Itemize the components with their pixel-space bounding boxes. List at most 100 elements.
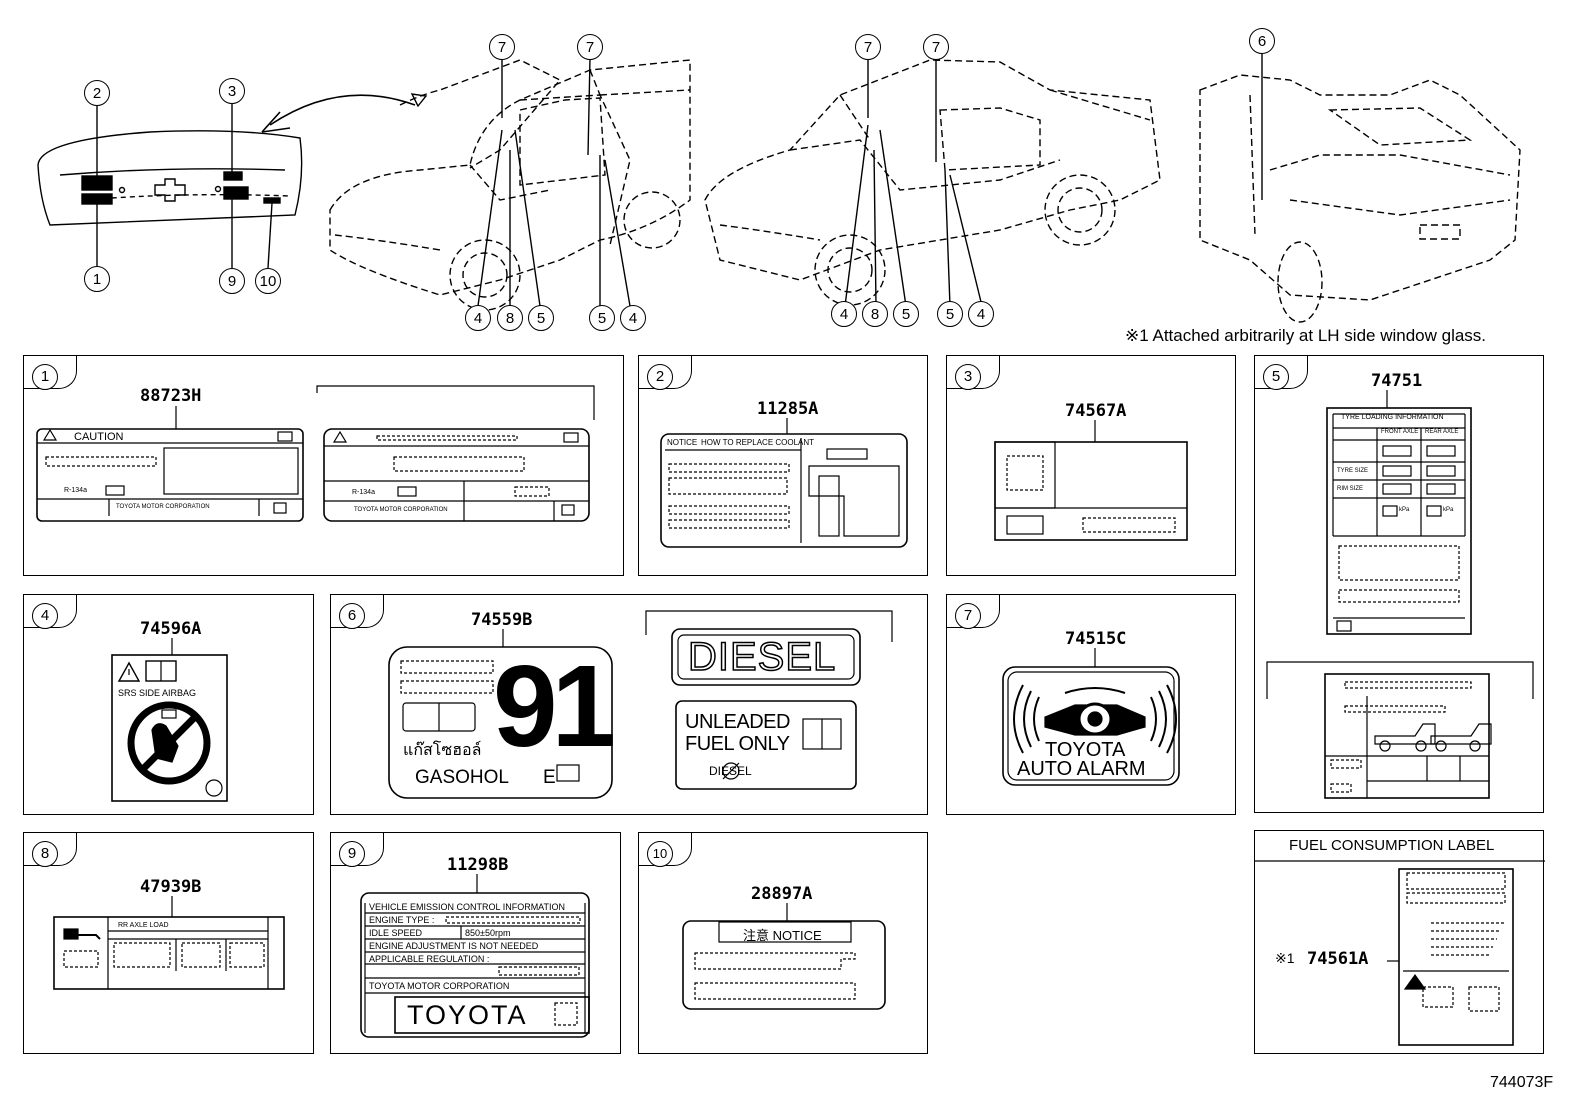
panel-fuel-consumption: FUEL CONSUMPTION LABEL ※1 74561A bbox=[1254, 830, 1545, 1054]
label-74561A-drawing bbox=[1255, 860, 1545, 1046]
panel-9: 9 11298B VEHICLE EMISSION CONTROL INFORM… bbox=[330, 832, 621, 1054]
part-number-74561A: 74561A bbox=[1307, 949, 1369, 969]
rear-axle-text: REAR AXLE bbox=[1425, 429, 1459, 435]
callout-car1-4b: 4 bbox=[620, 305, 646, 331]
engine-adjust-text: ENGINE ADJUSTMENT IS NOT NEEDED bbox=[369, 941, 539, 951]
label-74515C-drawing bbox=[1002, 648, 1180, 786]
label-74559B-drawing bbox=[388, 610, 893, 799]
diesel-text: DIESEL bbox=[687, 634, 837, 680]
coolant-howto-text: HOW TO REPLACE COOLANT bbox=[701, 438, 815, 447]
callout-car2-4a: 4 bbox=[831, 301, 857, 327]
engine-type-text: ENGINE TYPE : bbox=[369, 915, 435, 925]
panel-5: 5 74751 bbox=[1254, 355, 1544, 813]
fuel-only-text: FUEL ONLY bbox=[685, 733, 790, 755]
unleaded-text: UNLEADED bbox=[685, 711, 790, 733]
truck-rear-wheel bbox=[1277, 241, 1323, 323]
panel-2: 2 11285A NOTICE HOW TO REPLACE COOLANT bbox=[638, 355, 928, 576]
r134a-text-right: R-134a bbox=[352, 489, 375, 496]
corp-text: TOYOTA MOTOR CORPORATION bbox=[369, 981, 510, 991]
callout-car2-8: 8 bbox=[862, 301, 888, 327]
panel-7-number: 7 bbox=[955, 603, 981, 629]
label-74751-drawing bbox=[1266, 390, 1534, 799]
label-47939B-drawing bbox=[53, 896, 285, 990]
callout-car3-6: 6 bbox=[1249, 28, 1275, 54]
callout-car1-7b: 7 bbox=[577, 34, 603, 60]
part-number-74515C: 74515C bbox=[1065, 629, 1127, 649]
figure-code: 744073F bbox=[1490, 1074, 1554, 1091]
front-axle-text: FRONT AXLE bbox=[1381, 429, 1419, 435]
notice-text: 注意 NOTICE bbox=[743, 928, 822, 943]
toyota-brand-text: TOYOTA bbox=[407, 1000, 528, 1030]
truck-side-wheel bbox=[814, 174, 1116, 306]
caution-text: CAUTION bbox=[74, 431, 124, 443]
regulation-text: APPLICABLE REGULATION : bbox=[369, 954, 490, 964]
label-28897A-drawing bbox=[682, 903, 886, 1010]
panel-10-number: 10 bbox=[647, 841, 673, 867]
part-number-28897A: 28897A bbox=[751, 884, 813, 904]
panel-8-number: 8 bbox=[32, 841, 58, 867]
gasohol-text: GASOHOL bbox=[415, 767, 509, 788]
truck-hood-open-wheel bbox=[449, 191, 681, 311]
label-11298B-drawing bbox=[360, 874, 590, 1038]
panel-9-number: 9 bbox=[339, 841, 365, 867]
part-number-74596A: 74596A bbox=[140, 619, 202, 639]
kpa-rear-text: kPa bbox=[1443, 507, 1454, 513]
fuel-consumption-title: FUEL CONSUMPTION LABEL bbox=[1289, 837, 1495, 854]
coolant-notice-text: NOTICE bbox=[667, 438, 698, 447]
truck-side-drawing bbox=[704, 59, 1161, 281]
callout-car1-7a: 7 bbox=[489, 34, 515, 60]
callout-car1-5b: 5 bbox=[589, 305, 615, 331]
panel-3: 3 74567A bbox=[946, 355, 1236, 576]
rr-axle-load-text: RR AXLE LOAD bbox=[118, 922, 169, 929]
panel-8: 8 47939B RR AXLE LOAD bbox=[23, 832, 314, 1054]
truck-hood-open-drawing bbox=[329, 59, 691, 296]
panel-2-number: 2 bbox=[647, 364, 673, 390]
callout-hood-10: 10 bbox=[255, 268, 281, 294]
part-number-74559B: 74559B bbox=[471, 610, 533, 630]
label-74567A-drawing bbox=[994, 420, 1188, 541]
callout-hood-3: 3 bbox=[219, 78, 245, 104]
part-number-88723H: 88723H bbox=[140, 386, 202, 406]
callout-car2-7b: 7 bbox=[923, 34, 949, 60]
callout-car1-4a: 4 bbox=[465, 305, 491, 331]
footnote: ※1 Attached arbitrarily at LH side windo… bbox=[1125, 326, 1487, 345]
panel-5-number: 5 bbox=[1263, 364, 1289, 390]
part-number-11298B: 11298B bbox=[447, 855, 509, 875]
callout-car1-5a: 5 bbox=[528, 305, 554, 331]
part-number-74751: 74751 bbox=[1371, 371, 1423, 391]
kpa-front-text: kPa bbox=[1399, 507, 1410, 513]
hood-panel-drawing bbox=[37, 104, 303, 269]
octane-91: 91 bbox=[493, 641, 616, 771]
label-11285A-drawing bbox=[660, 418, 908, 548]
panel-10: 10 28897A 注意 NOTICE bbox=[638, 832, 928, 1054]
callout-car2-5a: 5 bbox=[893, 301, 919, 327]
callout-hood-9: 9 bbox=[219, 268, 245, 294]
panel-3-number: 3 bbox=[955, 364, 981, 390]
callout-car2-4b: 4 bbox=[968, 301, 994, 327]
idle-speed-text: IDLE SPEED bbox=[369, 928, 423, 938]
toyota-alarm-text: TOYOTA bbox=[1045, 739, 1126, 761]
callout-hood-2: 2 bbox=[84, 80, 110, 106]
vehicle-illustration bbox=[37, 52, 1521, 323]
maker-text-left: TOYOTA MOTOR CORPORATION bbox=[116, 504, 210, 510]
auto-alarm-text: AUTO ALARM bbox=[1017, 758, 1146, 780]
part-number-11285A: 11285A bbox=[757, 399, 819, 419]
part-number-47939B: 47939B bbox=[140, 877, 202, 897]
panel-6: 6 74559B 91 แก๊สโซฮอล์ GASOHOL E DIESEL … bbox=[330, 594, 928, 815]
callout-car2-5b: 5 bbox=[937, 301, 963, 327]
label-88723H-drawing bbox=[36, 385, 595, 522]
panel-4-number: 4 bbox=[32, 603, 58, 629]
thai-gasohol-text: แก๊สโซฮอล์ bbox=[403, 742, 482, 759]
idle-rpm-text: 850±50rpm bbox=[465, 928, 511, 938]
panel-4: 4 74596A SRS SIDE AIRBAG bbox=[23, 594, 314, 815]
truck-rear-drawing bbox=[1199, 74, 1521, 301]
panel-6-number: 6 bbox=[339, 603, 365, 629]
rim-size-text: RIM SIZE bbox=[1337, 486, 1364, 492]
callout-car1-8: 8 bbox=[497, 305, 523, 331]
diesel-crossed-text: DIESEL bbox=[709, 764, 752, 778]
emission-title-text: VEHICLE EMISSION CONTROL INFORMATION bbox=[369, 902, 566, 912]
panel-1-number: 1 bbox=[32, 364, 58, 390]
maker-text-right: TOYOTA MOTOR CORPORATION bbox=[354, 507, 448, 513]
callout-hood-1: 1 bbox=[84, 266, 110, 292]
panel-1: 1 88723H bbox=[23, 355, 624, 576]
